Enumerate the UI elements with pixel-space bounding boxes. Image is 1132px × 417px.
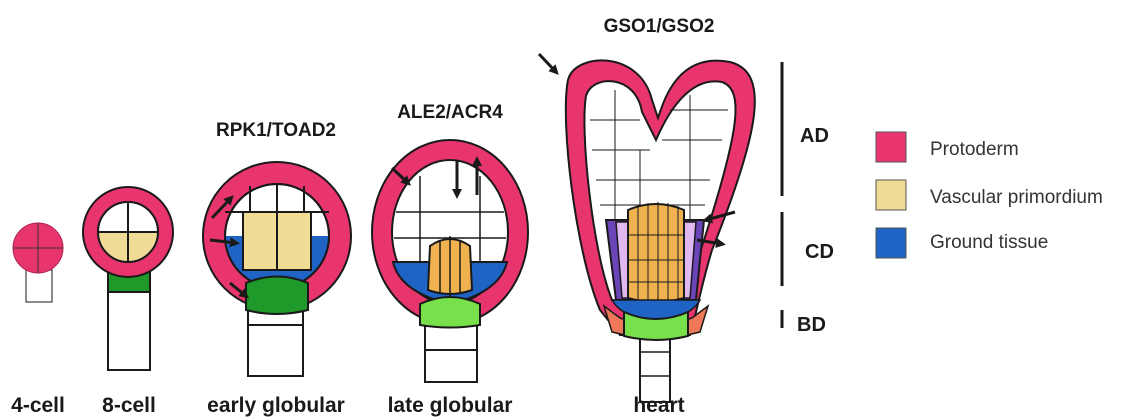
embryo-early-globular (203, 162, 351, 376)
legend-swatch-ground (876, 228, 906, 258)
gene-label-gso1-gso2: GSO1/GSO2 (604, 16, 715, 37)
legend-label-protoderm: Protoderm (930, 139, 1019, 160)
legend: Protoderm Vascular primordium Ground tis… (876, 132, 1103, 258)
stage-label-early-globular: early globular (207, 394, 345, 417)
stage-label-late-globular: late globular (388, 394, 513, 417)
legend-label-vascular: Vascular primordium (930, 187, 1103, 208)
legend-label-ground: Ground tissue (930, 232, 1048, 253)
embryo-heart (539, 54, 755, 402)
gene-label-ale2-acr4: ALE2/ACR4 (397, 102, 503, 123)
stage-label-heart: heart (633, 394, 684, 417)
domain-label-ad: AD (800, 125, 829, 147)
legend-swatch-vascular (876, 180, 906, 210)
embryo-late-globular (372, 140, 528, 382)
domain-label-cd: CD (805, 241, 834, 263)
legend-swatch-protoderm (876, 132, 906, 162)
stage-label-8-cell: 8-cell (102, 394, 156, 417)
embryo-8-cell (83, 187, 173, 370)
domain-label-bd: BD (797, 314, 826, 336)
embryo-4-cell (13, 223, 63, 302)
gene-label-rpk1-toad2: RPK1/TOAD2 (216, 120, 336, 141)
stage-label-4-cell: 4-cell (11, 394, 65, 417)
